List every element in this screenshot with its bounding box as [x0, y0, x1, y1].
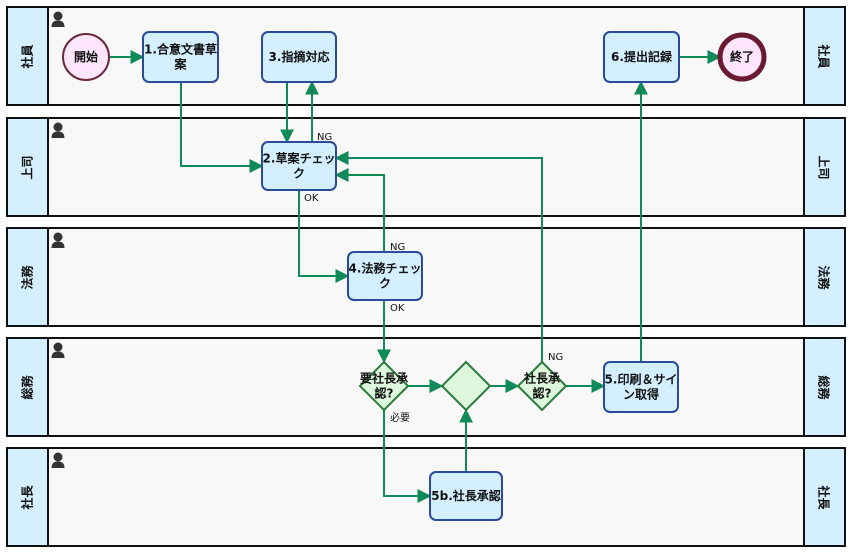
node-label: 4.法務チェッ	[349, 261, 422, 276]
node-label: ク	[293, 167, 305, 181]
node-merge[interactable]	[440, 360, 492, 412]
lane-label-right: 総務	[803, 339, 844, 435]
edge-draft-to-check[interactable]	[180, 82, 264, 173]
person-icon	[51, 232, 65, 248]
edge-label-check-ng: NG	[317, 132, 332, 143]
end-event-shape	[717, 32, 767, 82]
edge-labels: NG OK NG OK 必要 NG	[304, 132, 563, 424]
node-approved[interactable]: 社長承認?	[516, 360, 568, 412]
task-shape	[347, 251, 423, 301]
lane-legal: 法務 法務	[6, 227, 846, 327]
lane-label-left: 社員	[8, 8, 49, 104]
node-label: 5b.社長承認	[431, 488, 501, 503]
lane-label-left: 社長	[8, 449, 49, 545]
person-icon	[51, 452, 65, 468]
node-label: 要社長承	[360, 371, 408, 386]
edge-label-check-ok: OK	[304, 193, 319, 204]
gateway-shape	[516, 360, 568, 412]
lane-label-right: 社長	[803, 449, 844, 545]
node-label: 認?	[375, 386, 394, 401]
gateway-shape	[440, 360, 492, 412]
lane-label-right: 社員	[803, 8, 844, 104]
person-icon	[51, 11, 65, 27]
node-label: 社長承	[523, 371, 560, 386]
task-shape	[142, 31, 219, 83]
task-shape	[603, 361, 679, 413]
lane-label-left: 総務	[8, 339, 49, 435]
lane-label-right: 法務	[803, 229, 844, 325]
lane-boss: 上司 上司	[6, 117, 846, 217]
node-label: 終了	[730, 49, 754, 64]
edge-legal-ng-to-check[interactable]	[334, 168, 385, 252]
lane-label-left: 上司	[8, 119, 49, 215]
node-label: 1.合意文書草	[144, 42, 217, 57]
edge-label-approved-ng: NG	[548, 352, 563, 363]
person-icon	[51, 342, 65, 358]
node-president-approve[interactable]: 5b.社長承認	[429, 471, 503, 521]
node-record[interactable]: 6.提出記録	[603, 31, 680, 83]
edge-label-legal-ng: NG	[390, 242, 405, 253]
edge-label-need-required: 必要	[390, 411, 410, 424]
node-end[interactable]: 終了	[717, 32, 767, 82]
edge-need-required-to-president[interactable]	[383, 410, 432, 503]
node-start[interactable]: 開始	[62, 33, 110, 81]
node-label: 2.草案チェッ	[263, 151, 336, 166]
task-shape	[429, 471, 503, 521]
node-fix[interactable]: 3.指摘対応	[261, 31, 337, 83]
gateway-shape	[358, 360, 410, 412]
lane-label-right: 上司	[803, 119, 844, 215]
edge-label-legal-ok: OK	[390, 303, 405, 314]
node-label: ク	[379, 277, 391, 291]
node-label: 5.印刷＆サイ	[605, 373, 678, 387]
node-label: 開始	[74, 49, 98, 64]
task-shape	[261, 31, 337, 83]
edge-approved-ng-to-check[interactable]	[334, 151, 543, 362]
task-shape	[603, 31, 680, 83]
edge-check-ok-to-legal[interactable]	[298, 190, 350, 283]
person-icon	[51, 122, 65, 138]
node-label: 案	[173, 57, 187, 72]
node-label: 6.提出記録	[611, 49, 673, 64]
node-label: ン取得	[623, 387, 659, 402]
node-label: 3.指摘対応	[269, 49, 330, 64]
task-shape	[261, 141, 337, 191]
edges	[109, 50, 722, 503]
node-label: 認?	[533, 386, 552, 401]
lane-label-left: 法務	[8, 229, 49, 325]
start-event-shape	[62, 33, 110, 81]
